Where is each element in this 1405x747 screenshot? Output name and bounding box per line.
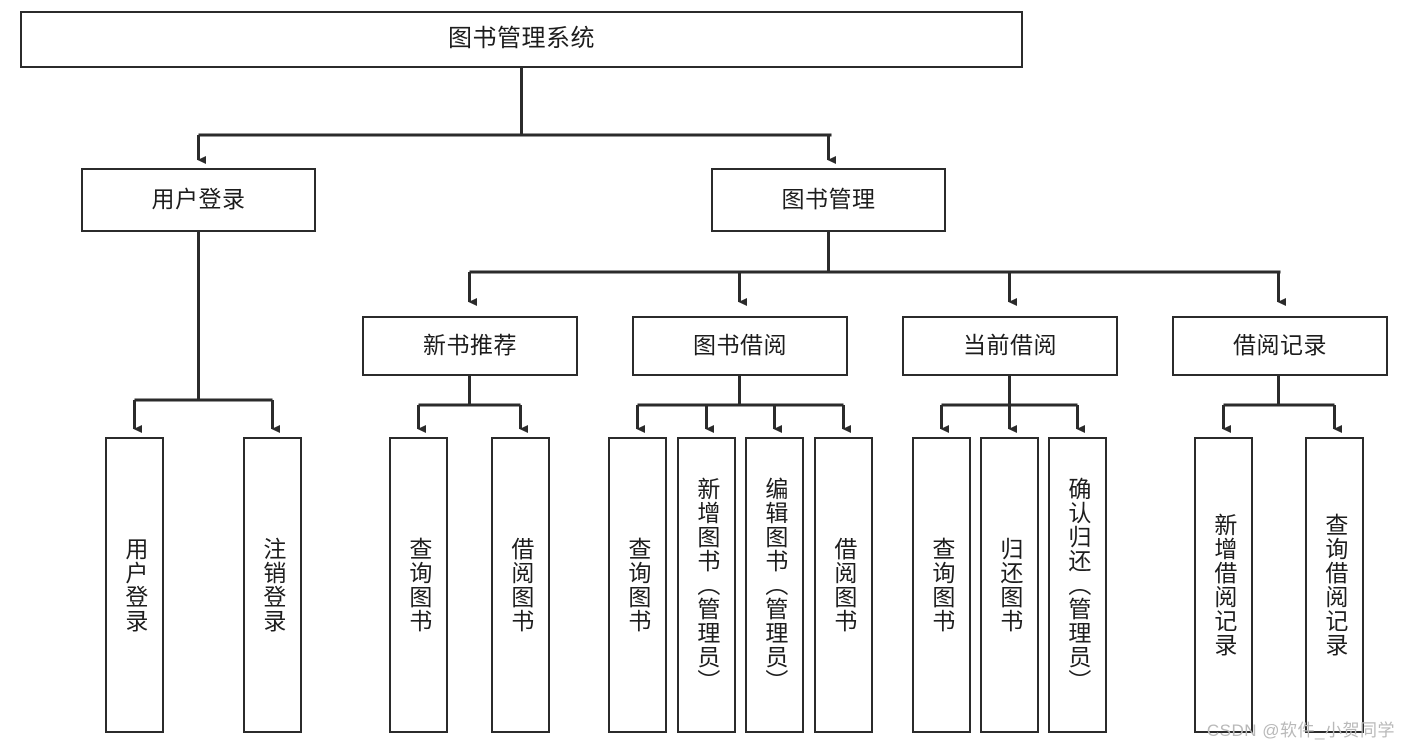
node-label: 查询图书: [624, 537, 651, 633]
node-book-management-system[interactable]: 图书管理系统: [20, 11, 1023, 68]
node-label: 图书管理系统: [448, 25, 595, 53]
node-label: 查询图书: [928, 537, 955, 633]
node-new-book-recommendation[interactable]: 新书推荐: [362, 316, 578, 376]
node-label: 用户登录: [151, 186, 246, 213]
node-label: 编辑图书（管理员）: [761, 477, 788, 693]
node-leaf-query-book-1[interactable]: 查询图书: [389, 437, 448, 733]
node-label: 用户登录: [121, 537, 148, 633]
node-label: 查询借阅记录: [1321, 513, 1348, 657]
node-label: 新书推荐: [423, 332, 517, 359]
node-leaf-confirm-return[interactable]: 确认归还（管理员）: [1048, 437, 1107, 733]
node-leaf-query-borrow-record[interactable]: 查询借阅记录: [1305, 437, 1364, 733]
node-label: 归还图书: [996, 537, 1023, 633]
node-label: 新增图书（管理员）: [693, 477, 720, 693]
node-label: 借阅记录: [1233, 332, 1327, 359]
node-leaf-borrow-book-1[interactable]: 借阅图书: [491, 437, 550, 733]
node-label: 借阅图书: [507, 537, 534, 633]
node-leaf-add-book[interactable]: 新增图书（管理员）: [677, 437, 736, 733]
node-label: 注销登录: [259, 537, 286, 633]
node-leaf-add-borrow-record[interactable]: 新增借阅记录: [1194, 437, 1253, 733]
node-leaf-borrow-book-2[interactable]: 借阅图书: [814, 437, 873, 733]
node-label: 图书管理: [781, 186, 876, 213]
node-borrowing-record[interactable]: 借阅记录: [1172, 316, 1388, 376]
node-book-management[interactable]: 图书管理: [711, 168, 946, 232]
node-book-borrowing[interactable]: 图书借阅: [632, 316, 848, 376]
node-leaf-user-login[interactable]: 用户登录: [105, 437, 164, 733]
node-label: 当前借阅: [963, 332, 1057, 359]
node-label: 新增借阅记录: [1210, 513, 1237, 657]
node-label: 图书借阅: [693, 332, 787, 359]
node-label: 借阅图书: [830, 537, 857, 633]
node-user-login[interactable]: 用户登录: [81, 168, 316, 232]
node-leaf-query-book-3[interactable]: 查询图书: [912, 437, 971, 733]
node-leaf-logout[interactable]: 注销登录: [243, 437, 302, 733]
node-current-borrowing[interactable]: 当前借阅: [902, 316, 1118, 376]
node-leaf-edit-book[interactable]: 编辑图书（管理员）: [745, 437, 804, 733]
node-leaf-query-book-2[interactable]: 查询图书: [608, 437, 667, 733]
node-leaf-return-book[interactable]: 归还图书: [980, 437, 1039, 733]
node-label: 查询图书: [405, 537, 432, 633]
node-label: 确认归还（管理员）: [1064, 477, 1091, 693]
